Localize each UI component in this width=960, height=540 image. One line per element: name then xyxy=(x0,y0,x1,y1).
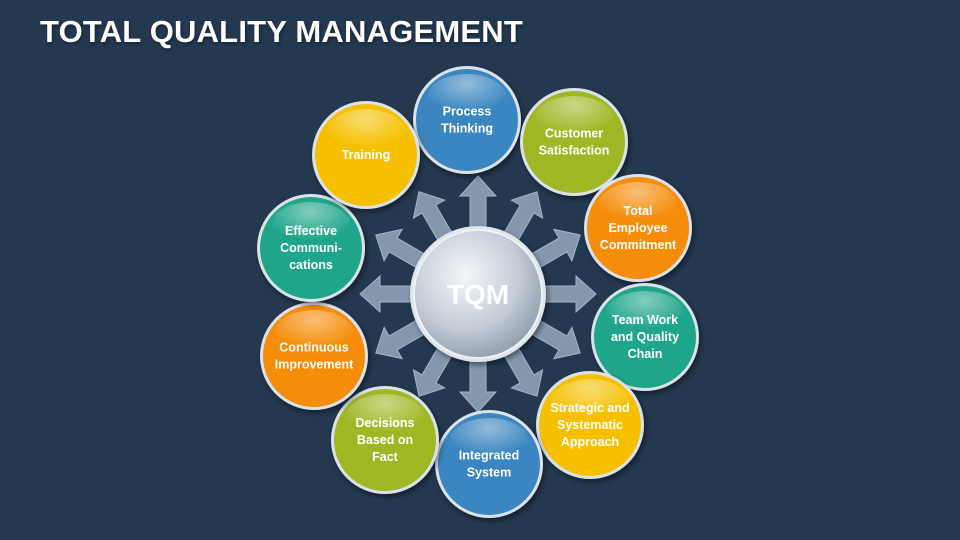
node-label: cations xyxy=(289,258,333,272)
node-label: Integrated xyxy=(459,449,519,463)
node-label: Communi- xyxy=(280,241,342,255)
node-label: Continuous xyxy=(279,341,348,355)
center-hub: TQM xyxy=(410,226,546,362)
arrow-icon xyxy=(458,353,498,413)
node-label: Based on xyxy=(357,433,413,447)
node-label: Team Work xyxy=(612,313,678,327)
node-gloss xyxy=(274,310,354,358)
node-gloss xyxy=(271,202,351,250)
node-label: Total xyxy=(624,204,653,218)
node-gloss xyxy=(427,74,507,122)
node-label: Training xyxy=(342,148,391,162)
node-gloss xyxy=(345,394,425,442)
node-label: Customer xyxy=(545,127,603,141)
node-label: Chain xyxy=(628,347,663,361)
center-label: TQM xyxy=(447,279,509,310)
node-training: Training xyxy=(312,101,420,209)
node-label: Systematic xyxy=(557,418,623,432)
node-label: Fact xyxy=(372,450,399,464)
node-label: System xyxy=(467,466,511,480)
node-label: Commitment xyxy=(600,238,677,252)
node-label: Improvement xyxy=(275,358,354,372)
node-label: Approach xyxy=(561,435,619,449)
node-label: Thinking xyxy=(441,122,493,136)
node-gloss xyxy=(326,109,406,157)
node-label: Strategic and xyxy=(550,401,629,415)
arrow-icon xyxy=(359,274,419,314)
arrow-icon xyxy=(537,274,597,314)
node-gloss xyxy=(534,96,614,144)
node-gloss xyxy=(550,379,630,427)
arrow-icon xyxy=(458,175,498,235)
page-title: TOTAL QUALITY MANAGEMENT xyxy=(40,14,523,49)
node-label: and Quality xyxy=(611,330,679,344)
node-label: Process xyxy=(443,105,492,119)
node-label: Satisfaction xyxy=(539,144,610,158)
node-label: Employee xyxy=(608,221,667,235)
node-label: Effective xyxy=(285,224,337,238)
node-label: Decisions xyxy=(355,416,414,430)
node-gloss xyxy=(598,182,678,230)
node-gloss xyxy=(449,418,529,466)
node-gloss xyxy=(605,291,685,339)
